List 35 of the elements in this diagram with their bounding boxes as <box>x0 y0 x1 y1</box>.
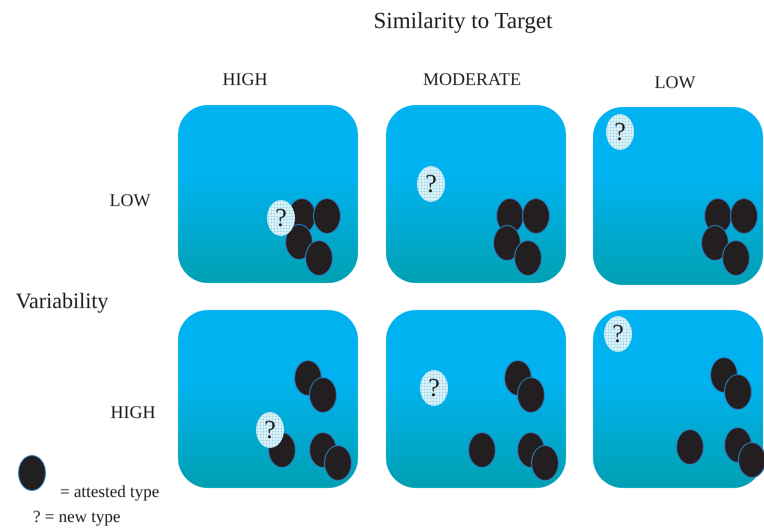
question-oval: ? <box>417 166 445 202</box>
attested-oval <box>514 240 542 276</box>
attested-oval <box>324 445 352 481</box>
attested-oval <box>468 432 496 468</box>
panel <box>593 310 763 488</box>
column-label: LOW <box>654 71 696 94</box>
panel <box>593 107 763 285</box>
panel <box>178 310 358 488</box>
attested-oval <box>722 240 750 276</box>
column-label: HIGH <box>222 68 268 91</box>
attested-oval <box>522 198 550 234</box>
legend-text: = attested type <box>60 481 160 503</box>
question-oval: ? <box>267 200 295 236</box>
question-oval: ? <box>256 412 284 448</box>
attested-oval <box>738 442 764 478</box>
panel <box>386 310 566 488</box>
panel <box>178 105 358 283</box>
panel <box>386 105 566 283</box>
attested-oval <box>531 445 559 481</box>
legend-text: ? = new type <box>33 506 120 528</box>
axis-label: Variability <box>16 287 108 315</box>
attested-oval <box>676 429 704 465</box>
attested-oval <box>517 377 545 413</box>
row-label: HIGH <box>110 401 156 424</box>
question-oval: ? <box>606 114 634 150</box>
attested-oval <box>724 374 752 410</box>
question-oval: ? <box>420 370 448 406</box>
question-oval: ? <box>604 316 632 352</box>
attested-oval <box>313 198 341 234</box>
row-label: LOW <box>110 189 150 212</box>
title: Similarity to Target <box>374 7 552 35</box>
attested-oval <box>730 198 758 234</box>
column-label: MODERATE <box>423 68 521 91</box>
attested-oval <box>309 377 337 413</box>
attested-oval <box>305 240 333 276</box>
